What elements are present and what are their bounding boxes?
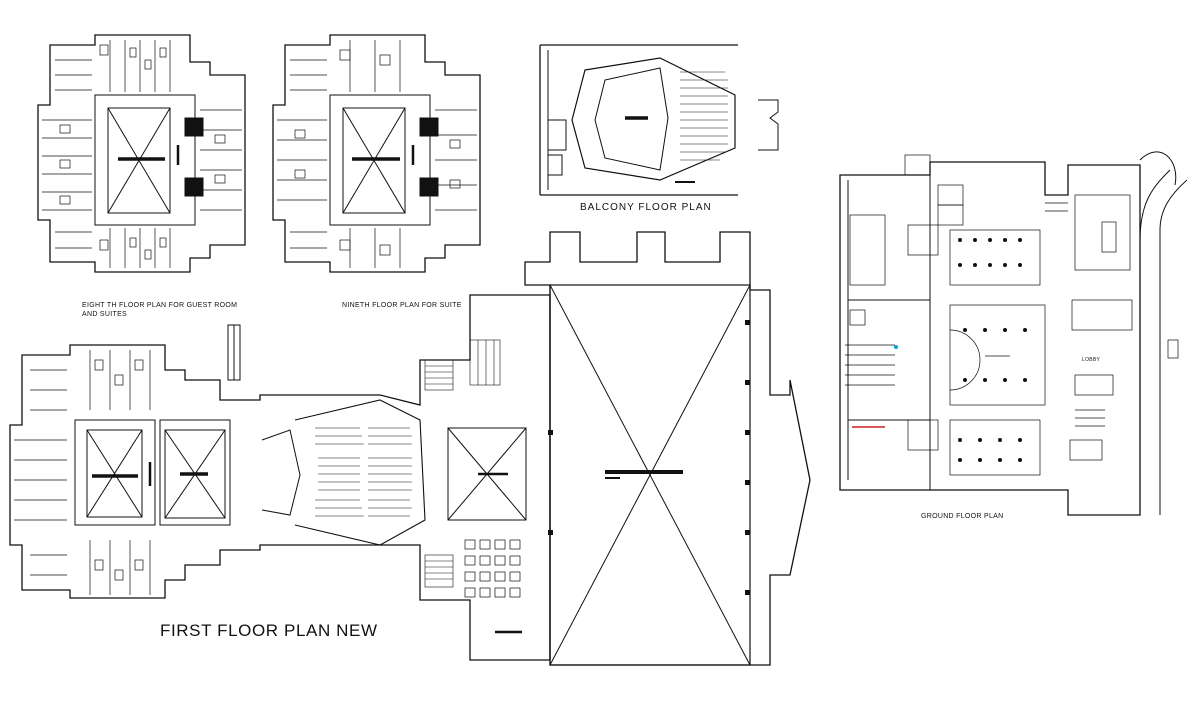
- eighth-floor-title-line1: EIGHT TH FLOOR PLAN FOR GUEST ROOM: [82, 302, 238, 309]
- eighth-floor-plan: [37, 34, 246, 273]
- ninth-floor-plan-title: NINETH FLOOR PLAN FOR SUITE: [342, 302, 462, 309]
- ninth-floor-plan: [272, 34, 481, 273]
- lobby-label: LOBBY: [1082, 357, 1101, 363]
- first-floor-plan: [9, 231, 811, 666]
- balcony-floor-plan-title: BALCONY FLOOR PLAN: [580, 202, 712, 213]
- balcony-floor-plan: [539, 44, 779, 196]
- first-floor-plan-title: FIRST FLOOR PLAN NEW: [160, 621, 378, 640]
- eighth-floor-title-line2: AND SUITES: [82, 311, 128, 318]
- eighth-floor-plan-title: EIGHT TH FLOOR PLAN FOR GUEST ROOM AND S…: [82, 301, 237, 319]
- ground-floor-plan: [839, 151, 1187, 516]
- ground-floor-plan-title: GROUND FLOOR PLAN: [921, 513, 1004, 520]
